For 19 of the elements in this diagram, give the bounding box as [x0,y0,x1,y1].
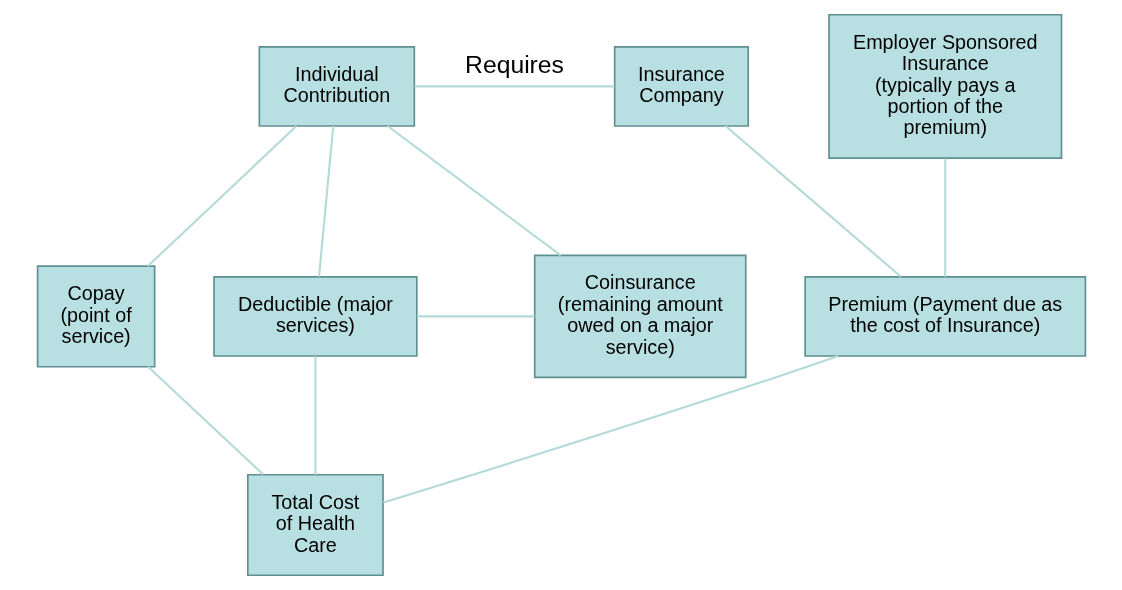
connector [943,158,946,277]
connector [317,125,334,277]
connector [382,355,838,504]
node-box: Total Cost of Health Care [246,473,384,577]
node-box: Copay (point of service) [36,265,155,368]
connector [313,356,316,475]
edge-label: Requires [464,51,564,79]
connector [146,365,264,476]
connector [414,85,614,88]
connector [386,125,561,257]
node-box: Insurance Company [613,46,749,127]
node-box: Coinsurance (remaining amount owed on a major service) [533,254,747,379]
connector [416,315,535,318]
node-box: Employer Sponsored Insurance (typically pays a portion of the premium) [827,13,1062,159]
node-box: Individual Contribution [258,46,415,127]
node-box: Deductible (major services) [212,276,418,357]
connector [724,125,902,278]
node-box: Premium (Payment due as the cost of Insurance) [803,276,1086,357]
connector [146,125,297,267]
